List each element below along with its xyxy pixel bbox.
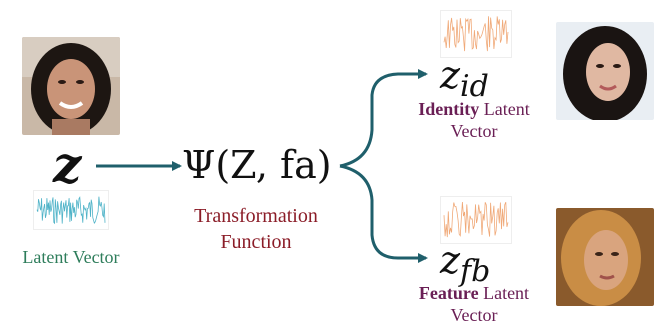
signal-line (36, 196, 106, 225)
input-signal-plot (33, 190, 109, 230)
feature-symbol: zfb (440, 238, 490, 289)
feature-face-image (556, 208, 654, 306)
feature-symbol-main: z (440, 238, 461, 282)
signal-line (443, 16, 509, 52)
transform-to-identity-arrow (339, 69, 428, 168)
identity-caption-rest: Latent (479, 99, 530, 119)
transform-caption: Transformation Function (170, 203, 342, 255)
feature-caption-rest: Latent (478, 283, 530, 303)
identity-face-image (556, 22, 654, 120)
identity-caption-line2: Vector (450, 121, 498, 141)
identity-symbol: zid (440, 53, 489, 104)
identity-caption-bold: Identity (418, 99, 480, 119)
latent-vector-caption: Latent Vector (22, 247, 120, 267)
signal-line (443, 201, 509, 238)
input-face-image (22, 37, 120, 135)
feature-caption-bold: Feature (418, 283, 479, 303)
transform-caption-line1: Transformation (194, 205, 318, 227)
feature-signal-plot (440, 196, 512, 244)
input-symbol: z (53, 135, 82, 194)
identity-symbol-sub: id (460, 69, 489, 104)
identity-symbol-main: z (440, 53, 461, 97)
identity-signal-plot (440, 10, 512, 58)
transform-caption-line2: Function (220, 231, 292, 253)
feature-symbol-sub: fb (460, 254, 491, 289)
transform-formula: Ψ(Z, fa) (182, 143, 332, 187)
feature-caption-line2: Vector (450, 305, 498, 325)
transform-to-feature-arrow (339, 164, 428, 263)
identity-caption: Identity Latent Vector (400, 98, 548, 142)
feature-caption: Feature Latent Vector (400, 282, 548, 326)
